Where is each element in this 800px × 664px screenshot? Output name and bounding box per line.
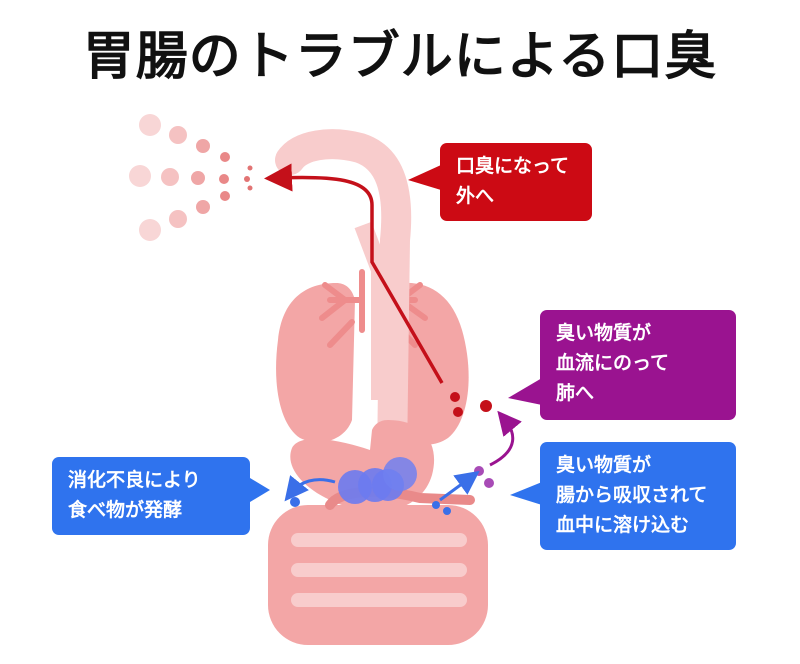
exhale-path [264,163,444,384]
lungs-callout-line-1: 臭い物質が [556,322,652,344]
odor-particles-lung [450,392,492,417]
ferment-callout-line-1: 消化不良により [68,469,201,491]
ferment-callout: 消化不良により 食べ物が発酵 [52,457,250,535]
absorb-callout-tail [510,482,542,505]
absorb-callout-line-2: 腸から吸収されて [556,484,708,506]
breath-dots [129,114,253,241]
absorb-callout-line-1: 臭い物質が [556,454,652,476]
absorb-callout: 臭い物質が 腸から吸収されて 血中に溶け込む [540,442,736,550]
throat [275,129,412,475]
gas-bubbles [338,457,417,504]
exhale-callout: 口臭になって 外へ [440,143,592,221]
exhale-callout-line-1: 口臭になって [456,155,570,177]
lungs-callout-line-2: 血流にのって [556,352,670,374]
exhale-callout-line-2: 外へ [456,185,495,207]
lungs-callout-line-3: 肺へ [556,382,595,404]
ferment-callout-tail [250,478,270,502]
lungs-callout: 臭い物質が 血流にのって 肺へ [540,310,736,420]
absorb-callout-line-3: 血中に溶け込む [556,514,690,536]
purple-particles [474,410,522,488]
lungs-callout-tail [508,378,542,405]
intestines [268,486,488,645]
exhale-callout-tail [408,165,441,190]
ferment-callout-line-2: 食べ物が発酵 [68,499,183,521]
page-title: 胃腸のトラブルによる口臭 [82,27,718,87]
absorption-arrows [284,470,480,515]
